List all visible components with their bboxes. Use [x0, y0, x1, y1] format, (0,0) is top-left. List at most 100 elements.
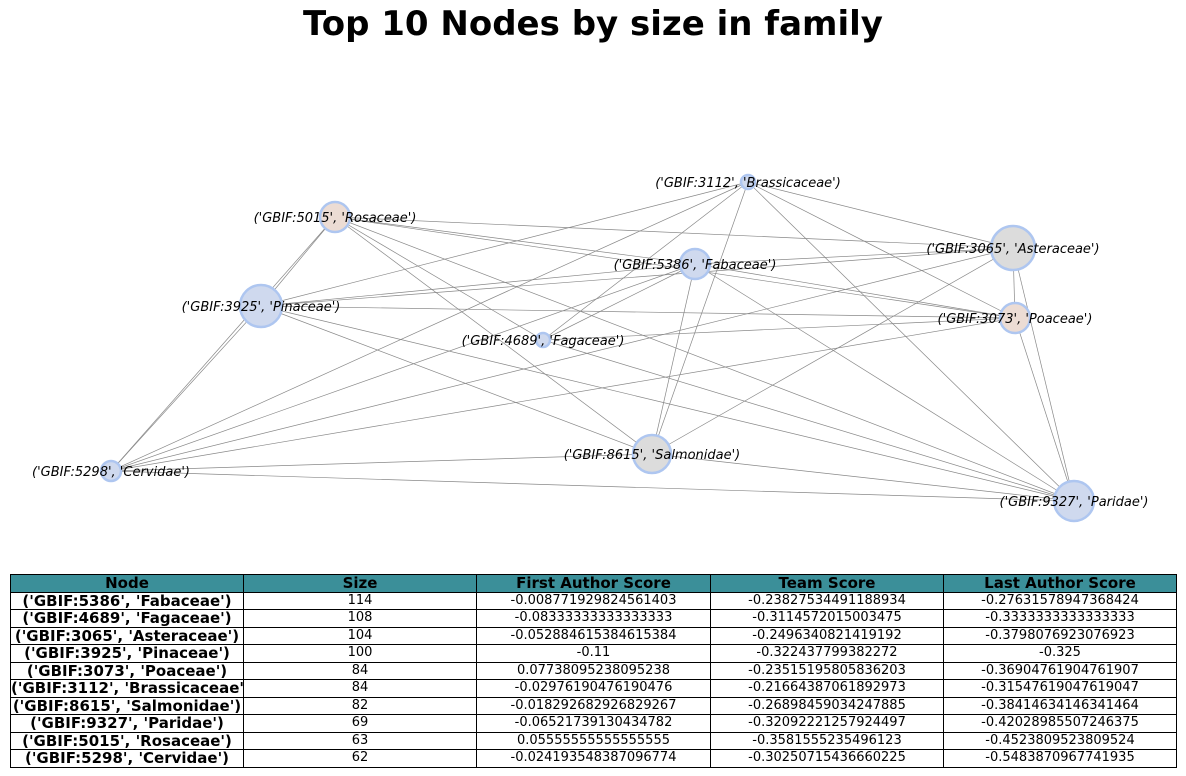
node-label: ('GBIF:3065', 'Asteraceae') — [926, 242, 1099, 257]
cell-last-author-score: -0.4523809523809524 — [943, 731, 1177, 750]
graph-edge — [694, 263, 1016, 319]
cell-first-author-score: -0.02976190476190476 — [476, 679, 711, 698]
graph-edge — [651, 263, 696, 455]
cell-node: ('GBIF:5015', 'Rosaceae') — [10, 731, 244, 750]
graph-edge — [260, 305, 653, 455]
cell-last-author-score: -0.42028985507246375 — [943, 714, 1177, 733]
table-header-row: Node Size First Author Score Team Score … — [10, 574, 1177, 593]
column-header-team-score: Team Score — [710, 574, 944, 593]
graph-edge — [334, 216, 1016, 319]
cell-node: ('GBIF:8615', 'Salmonidae') — [10, 696, 244, 715]
cell-team-score: -0.21664387061892973 — [710, 679, 944, 698]
cell-size: 63 — [243, 731, 477, 750]
graph-labels: ('GBIF:5386', 'Fabaceae')('GBIF:4689', '… — [32, 176, 1148, 510]
cell-first-author-score: -0.06521739130434782 — [476, 714, 711, 733]
graph-node — [678, 247, 712, 281]
table-row: ('GBIF:5386', 'Fabaceae')114-0.008771929… — [10, 591, 1177, 610]
graph-edge — [694, 263, 1075, 502]
cell-first-author-score: -0.052884615384615384 — [476, 626, 711, 645]
cell-node: ('GBIF:3112', 'Brassicaceae') — [10, 679, 244, 698]
cell-first-author-score: 0.07738095238095238 — [476, 661, 711, 680]
cell-size: 104 — [243, 626, 477, 645]
chart-title: Top 10 Nodes by size in family — [303, 4, 883, 44]
graph-edge — [334, 216, 1014, 249]
graph-edge — [1012, 247, 1075, 502]
graph-edge — [110, 247, 1014, 472]
network-graph: ('GBIF:5386', 'Fabaceae')('GBIF:4689', '… — [32, 173, 1149, 523]
cell-team-score: -0.3114572015003475 — [710, 609, 944, 628]
node-label: ('GBIF:5015', 'Rosaceae') — [254, 211, 417, 226]
node-label: ('GBIF:3925', 'Pinaceae') — [182, 300, 341, 315]
cell-first-author-score: -0.08333333333333333 — [476, 609, 711, 628]
graph-edge — [747, 181, 1016, 319]
table-row: ('GBIF:9327', 'Paridae')69-0.06521739130… — [10, 714, 1177, 733]
cell-first-author-score: -0.018292682926829267 — [476, 696, 711, 715]
graph-edge — [694, 247, 1014, 265]
cell-team-score: -0.23515195805836203 — [710, 661, 944, 680]
graph-node — [99, 459, 123, 483]
graph-edge — [747, 181, 1014, 249]
graph-edge — [110, 216, 336, 472]
table-row: ('GBIF:3925', 'Pinaceae')100-0.11-0.3224… — [10, 644, 1177, 663]
graph-edge — [1014, 317, 1075, 502]
graph-edge — [110, 181, 749, 472]
cell-size: 84 — [243, 679, 477, 698]
table-row: ('GBIF:3065', 'Asteraceae')104-0.0528846… — [10, 626, 1177, 645]
cell-team-score: -0.30250715436660225 — [710, 749, 944, 768]
cell-first-author-score: -0.11 — [476, 644, 711, 663]
column-header-first-author-score: First Author Score — [476, 574, 711, 593]
cell-first-author-score: -0.024193548387096774 — [476, 749, 711, 768]
graph-node — [318, 200, 352, 234]
cell-size: 114 — [243, 591, 477, 610]
graph-edge — [260, 305, 1075, 502]
graph-edge — [110, 305, 262, 472]
cell-size: 84 — [243, 661, 477, 680]
cell-team-score: -0.3581555235496123 — [710, 731, 944, 750]
graph-node — [631, 433, 673, 475]
cell-node: ('GBIF:3925', 'Pinaceae') — [10, 644, 244, 663]
graph-edge — [260, 181, 749, 307]
graph-edge — [651, 247, 1014, 455]
graph-edges — [110, 181, 1075, 502]
cell-team-score: -0.26898459034247885 — [710, 696, 944, 715]
cell-node: ('GBIF:5386', 'Fabaceae') — [10, 591, 244, 610]
graph-edge — [260, 247, 1014, 307]
graph-node — [238, 283, 284, 329]
cell-last-author-score: -0.5483870967741935 — [943, 749, 1177, 768]
graph-edge — [110, 317, 1016, 472]
graph-edge — [542, 263, 696, 341]
column-header-size: Size — [243, 574, 477, 593]
cell-team-score: -0.2496340821419192 — [710, 626, 944, 645]
cell-last-author-score: -0.325 — [943, 644, 1177, 663]
cell-first-author-score: 0.05555555555555555 — [476, 731, 711, 750]
node-label: ('GBIF:3073', 'Poaceae') — [938, 312, 1093, 327]
cell-node: ('GBIF:5298', 'Cervidae') — [10, 749, 244, 768]
cell-team-score: -0.32092221257924497 — [710, 714, 944, 733]
column-header-node: Node — [10, 574, 244, 593]
table-row: ('GBIF:4689', 'Fagaceae')108-0.083333333… — [10, 609, 1177, 628]
graph-edge — [110, 453, 653, 472]
cell-last-author-score: -0.38414634146341464 — [943, 696, 1177, 715]
node-label: ('GBIF:8615', 'Salmonidae') — [564, 448, 741, 463]
node-label: ('GBIF:9327', 'Paridae') — [1000, 495, 1149, 510]
graph-node — [534, 331, 552, 349]
cell-last-author-score: -0.27631578947368424 — [943, 591, 1177, 610]
cell-last-author-score: -0.36904761904761907 — [943, 661, 1177, 680]
cell-last-author-score: -0.31547619047619047 — [943, 679, 1177, 698]
cell-size: 82 — [243, 696, 477, 715]
graph-edge — [747, 181, 1075, 502]
cell-size: 108 — [243, 609, 477, 628]
graph-node — [739, 173, 757, 191]
cell-size: 100 — [243, 644, 477, 663]
cell-size: 62 — [243, 749, 477, 768]
graph-edge — [651, 181, 749, 455]
cell-node: ('GBIF:4689', 'Fagaceae') — [10, 609, 244, 628]
graph-node — [989, 224, 1037, 272]
table-row: ('GBIF:8615', 'Salmonidae')82-0.01829268… — [10, 696, 1177, 715]
graph-nodes — [99, 173, 1096, 523]
cell-node: ('GBIF:9327', 'Paridae') — [10, 714, 244, 733]
node-label: ('GBIF:5386', 'Fabaceae') — [614, 258, 777, 273]
node-label: ('GBIF:5298', 'Cervidae') — [32, 465, 190, 480]
node-label: ('GBIF:3112', 'Brassicaceae') — [655, 176, 841, 191]
